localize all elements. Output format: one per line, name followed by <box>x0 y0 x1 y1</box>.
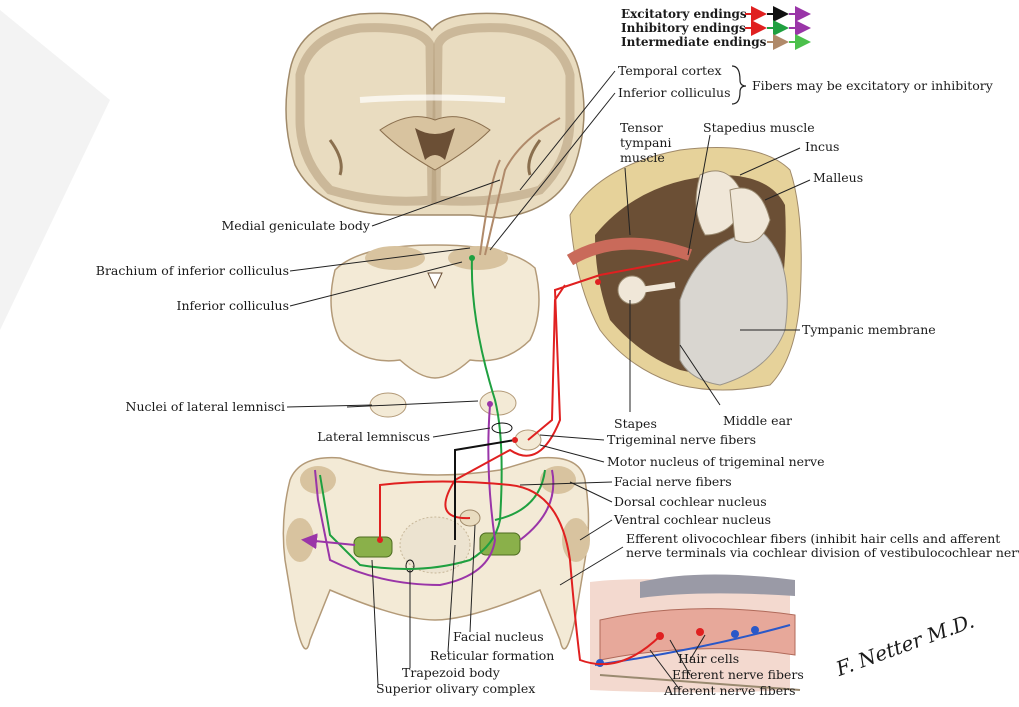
label-efferent-2: nerve terminals via cochlear division of… <box>626 545 1019 560</box>
label-trapezoid-body: Trapezoid body <box>402 665 501 680</box>
label-stapes: Stapes <box>614 416 657 431</box>
label-ventral-cochlear: Ventral cochlear nucleus <box>613 512 771 527</box>
midbrain-section <box>331 245 539 378</box>
label-malleus: Malleus <box>813 170 863 185</box>
label-tensor-3: muscle <box>620 150 665 165</box>
superior-olivary-complex-left <box>354 537 392 557</box>
netter-signature: F. Netter M.D. <box>832 609 978 682</box>
legend-intermediate: Intermediate endings <box>621 35 767 49</box>
svg-text:F. Netter M.D.: F. Netter M.D. <box>832 609 978 682</box>
label-trigeminal-fibers: Trigeminal nerve fibers <box>607 432 756 447</box>
label-facial-fibers: Facial nerve fibers <box>614 474 732 489</box>
label-brachium: Brachium of inferior colliculus <box>96 263 289 278</box>
label-temporal-cortex: Temporal cortex <box>618 63 722 78</box>
label-hair-cells: Hair cells <box>678 651 739 666</box>
legend-inhibitory: Inhibitory endings <box>621 21 746 35</box>
label-nuclei-lateral-lemnisci: Nuclei of lateral lemnisci <box>126 399 285 414</box>
label-tensor-1: Tensor <box>620 120 663 135</box>
label-middle-ear: Middle ear <box>723 413 792 428</box>
label-inferior-colliculus-top: Inferior colliculus <box>618 85 731 100</box>
brace <box>732 66 746 104</box>
label-fibers-note: Fibers may be excitatory or inhibitory <box>752 78 994 93</box>
label-motor-nucleus: Motor nucleus of trigeminal nerve <box>607 454 825 469</box>
superior-olivary-complex-right <box>480 533 520 555</box>
label-efferent-1: Efferent olivocochlear fibers (inhibit h… <box>626 531 1000 546</box>
label-afferent-nerve-fibers: Afferent nerve fibers <box>663 683 796 698</box>
legend-excitatory: Excitatory endings <box>621 7 747 21</box>
watermark-shape <box>0 10 110 330</box>
label-medial-geniculate: Medial geniculate body <box>221 218 370 233</box>
legend: Excitatory endings Inhibitory endings In… <box>621 7 807 49</box>
label-stapedius: Stapedius muscle <box>703 120 815 135</box>
label-efferent-nerve-fibers: Efferent nerve fibers <box>672 667 804 682</box>
label-reticular-formation: Reticular formation <box>430 648 554 663</box>
label-dorsal-cochlear: Dorsal cochlear nucleus <box>614 494 767 509</box>
label-superior-olivary: Superior olivary complex <box>376 681 535 696</box>
label-incus: Incus <box>805 139 839 154</box>
label-lateral-lemniscus: Lateral lemniscus <box>317 429 430 444</box>
label-facial-nucleus: Facial nucleus <box>453 629 544 644</box>
label-tympanic-membrane: Tympanic membrane <box>802 322 936 337</box>
label-inferior-colliculus: Inferior colliculus <box>177 298 290 313</box>
label-tensor-2: tympani <box>620 135 671 150</box>
